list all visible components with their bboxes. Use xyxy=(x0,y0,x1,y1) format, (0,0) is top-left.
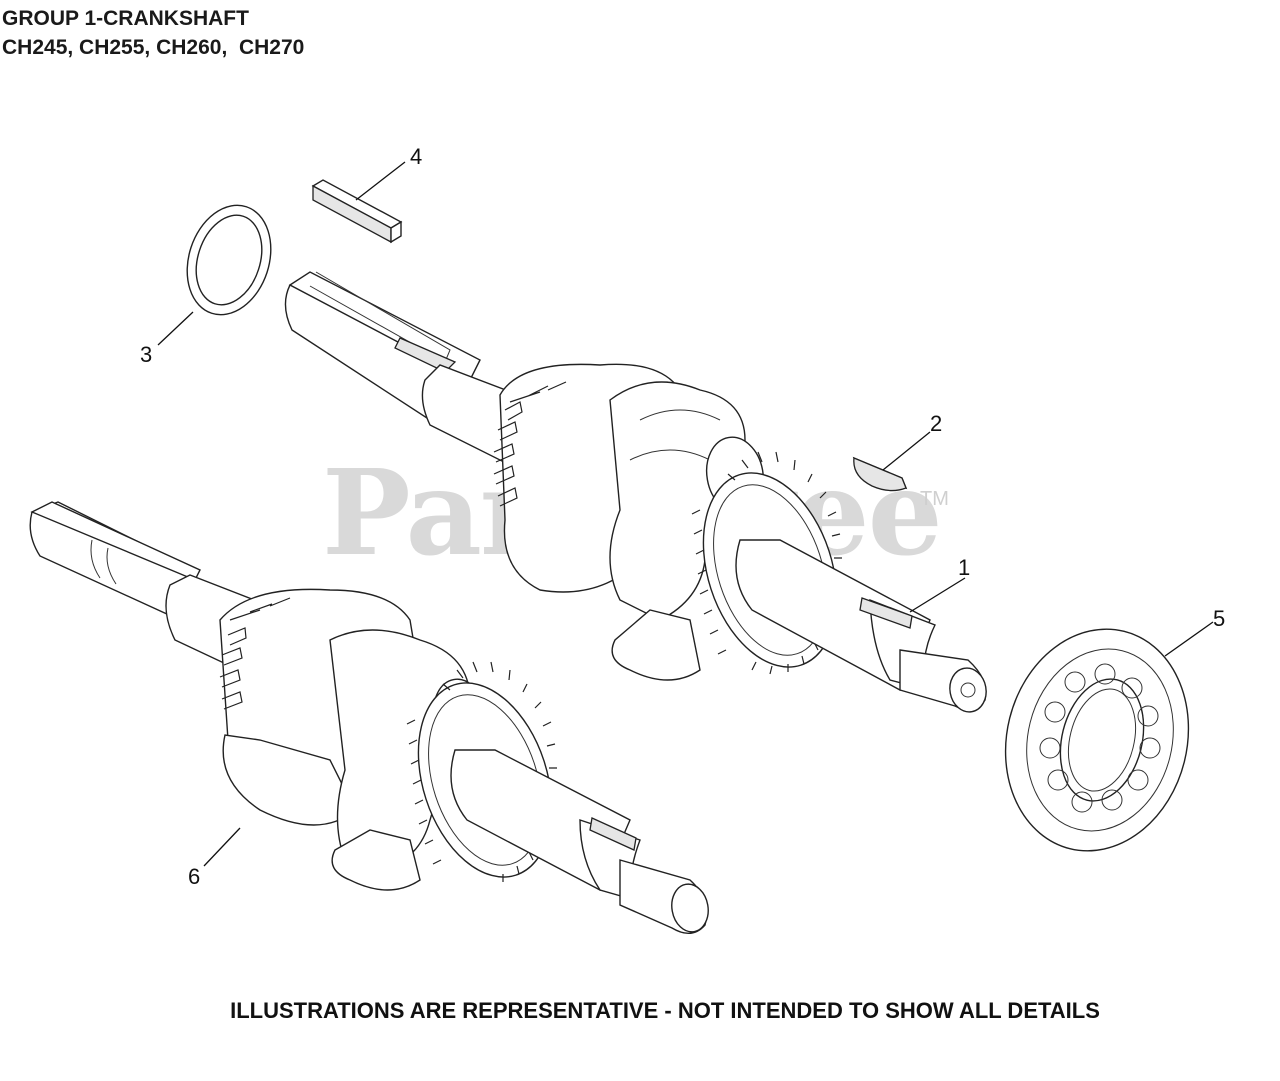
leader-line-1 xyxy=(909,577,966,613)
part-thrust-washer[interactable] xyxy=(174,194,285,325)
leader-line-4 xyxy=(355,161,406,201)
watermark-trademark: TM xyxy=(920,488,949,510)
leader-line-5 xyxy=(1164,621,1214,657)
callout-6[interactable]: 6 xyxy=(188,864,200,889)
part-crankshaft-upper[interactable] xyxy=(284,271,989,715)
title-block: GROUP 1-CRANKSHAFT CH245, CH255, CH260, … xyxy=(2,4,304,62)
disclaimer-note: ILLUSTRATIONS ARE REPRESENTATIVE - NOT I… xyxy=(230,998,1100,1023)
leader-line-6 xyxy=(203,827,241,867)
callouts: 1 2 3 4 5 6 xyxy=(140,144,1225,889)
callout-4[interactable]: 4 xyxy=(410,144,422,169)
leader-line-3 xyxy=(157,311,194,346)
callout-5[interactable]: 5 xyxy=(1213,606,1225,631)
callout-2[interactable]: 2 xyxy=(930,411,942,436)
part-square-key[interactable] xyxy=(311,179,403,244)
leader-line-2 xyxy=(882,431,931,471)
model-list: CH245, CH255, CH260, CH270 xyxy=(2,36,305,59)
part-ball-bearing[interactable] xyxy=(983,610,1212,871)
callout-1[interactable]: 1 xyxy=(958,555,970,580)
part-woodruff-key[interactable] xyxy=(852,456,908,492)
callout-3[interactable]: 3 xyxy=(140,342,152,367)
page-title: GROUP 1-CRANKSHAFT xyxy=(2,7,249,30)
part-crankshaft-lower[interactable] xyxy=(29,501,712,935)
